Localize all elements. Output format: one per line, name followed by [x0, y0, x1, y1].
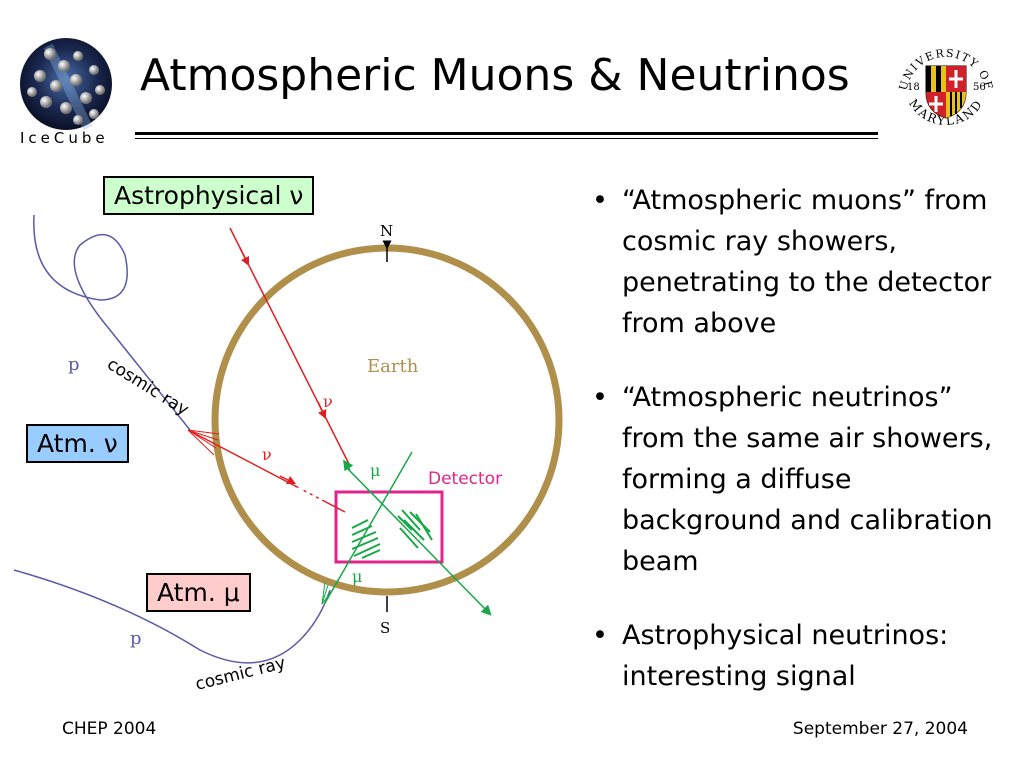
icecube-logo — [20, 38, 112, 131]
cosmic-ray-label-2: cosmic ray — [193, 653, 287, 695]
muon-arrow-top — [343, 459, 354, 472]
atm-neutrino-arrow — [279, 475, 297, 485]
mu-label-1: μ — [370, 461, 380, 480]
astro-neutrino-arrow — [239, 247, 250, 267]
icecube-label: IceCube — [20, 129, 109, 147]
umd-shield-icon — [925, 65, 967, 119]
atmospheric-muon-box: Atm. μ — [146, 573, 251, 612]
bullet-item: “Atmospheric neutrinos” from the same ai… — [590, 377, 1010, 582]
cosmic-ray-track-1 — [33, 214, 191, 431]
cherenkov-cone-2 — [397, 509, 433, 549]
astro-neutrino-track — [229, 227, 351, 467]
umd-year-left: 18 — [907, 82, 920, 93]
bullet-item: Astrophysical neutrinos: interesting sig… — [590, 615, 1010, 697]
proton-label-2: p — [130, 628, 142, 649]
atmospheric-neutrino-box: Atm. ν — [26, 424, 129, 463]
cosmic-ray-label-1: cosmic ray — [103, 354, 192, 420]
bullet-item: “Atmospheric muons” from cosmic ray show… — [590, 180, 1010, 344]
nu-label-1: ν — [323, 392, 333, 411]
slide-title: Atmospheric Muons & Neutrinos — [140, 50, 850, 101]
earth-label: Earth — [367, 356, 419, 377]
cosmic-ray-track-2 — [13, 569, 331, 664]
muon-neutrino-diagram: Earth N S Detector p cosmic ray p cosmic… — [13, 214, 563, 695]
north-label: N — [380, 222, 393, 240]
title-rule — [135, 132, 878, 135]
cherenkov-cone-1 — [351, 519, 381, 559]
footer-left: CHEP 2004 — [62, 719, 157, 739]
footer-right: September 27, 2004 — [792, 719, 968, 739]
astrophysical-neutrino-box: Astrophysical ν — [103, 176, 315, 215]
muon-track-1 — [346, 467, 492, 616]
detector-label: Detector — [428, 469, 502, 489]
bullet-list: “Atmospheric muons” from cosmic ray show… — [590, 180, 1010, 730]
atm-neutrino-track — [191, 431, 346, 513]
nu-label-2: ν — [262, 445, 272, 464]
mu-label-2: μ — [352, 567, 362, 586]
south-label: S — [380, 619, 390, 637]
title-rule-thin — [135, 138, 878, 139]
astro-neutrino-arrow-2 — [317, 401, 327, 420]
umd-year-right: 56 — [973, 82, 986, 93]
proton-label-1: p — [68, 354, 80, 375]
umd-seal-logo: UNIVERSITY OF MARYLAND 18 56 — [896, 47, 994, 128]
